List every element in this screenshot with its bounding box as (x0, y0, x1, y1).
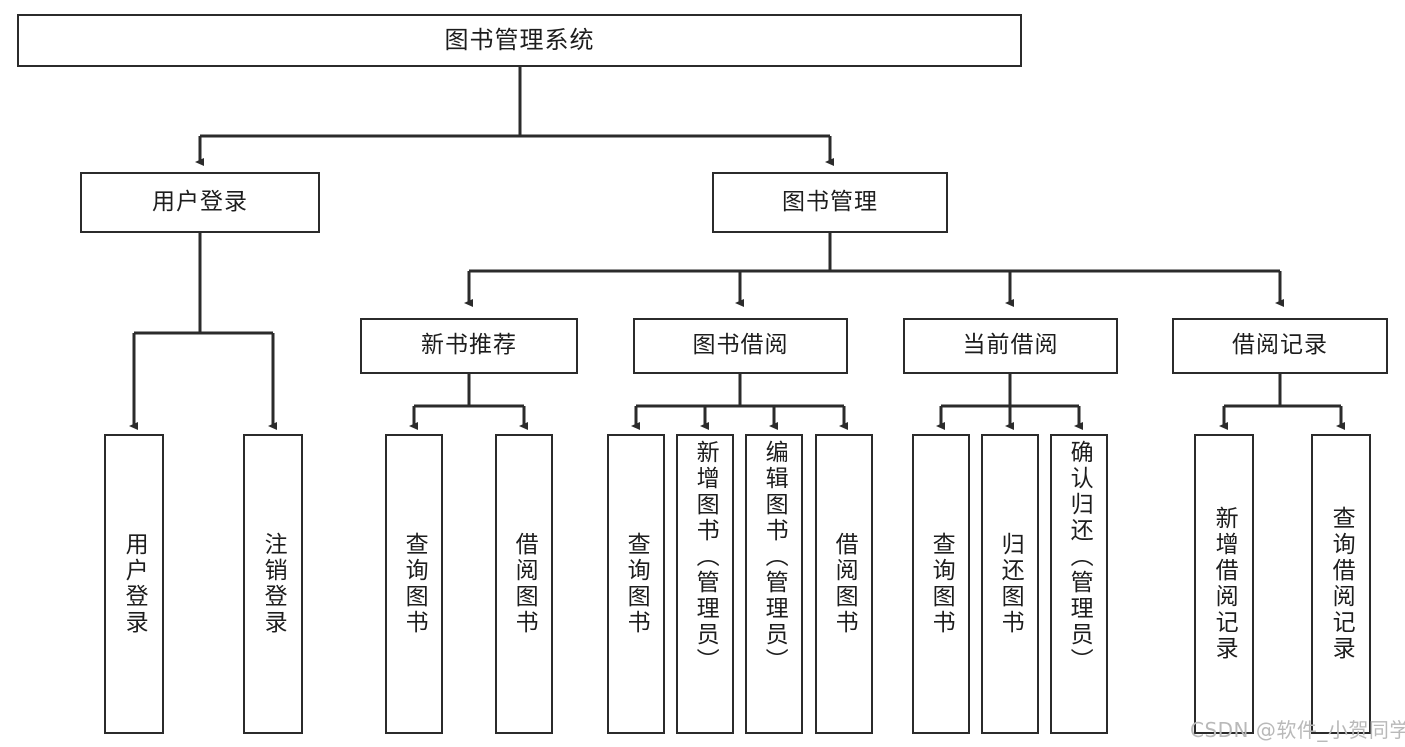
node-current-borrow[interactable]: 当前借阅 (903, 318, 1118, 374)
node-label: 图书管理 (782, 188, 878, 215)
node-label: 确认归还（管理员） (1066, 440, 1093, 674)
leaf-book-borrow-borrow-book[interactable]: 借阅图书 (815, 434, 873, 734)
node-label: 借阅图书 (831, 532, 858, 636)
node-label: 图书借阅 (692, 332, 789, 359)
node-label: 借阅记录 (1232, 332, 1328, 359)
leaf-borrow-record-query-record[interactable]: 查询借阅记录 (1311, 434, 1371, 734)
node-label: 查询图书 (623, 532, 650, 636)
node-user-login[interactable]: 用户登录 (80, 172, 320, 233)
leaf-new-book-query-book[interactable]: 查询图书 (385, 434, 443, 734)
node-label: 注销登录 (260, 532, 287, 636)
leaf-borrow-record-add-record[interactable]: 新增借阅记录 (1194, 434, 1254, 734)
node-label: 新增借阅记录 (1211, 506, 1238, 662)
csdn-watermark: CSDN @软件_小贺同学 (1190, 718, 1405, 742)
leaf-current-borrow-confirm-return-admin[interactable]: 确认归还（管理员） (1050, 434, 1108, 734)
node-label: 图书管理系统 (444, 26, 595, 55)
node-label: 查询借阅记录 (1328, 506, 1355, 662)
node-label: 新增图书（管理员） (692, 440, 719, 674)
leaf-new-book-borrow-book[interactable]: 借阅图书 (495, 434, 553, 734)
node-label: 新书推荐 (421, 332, 517, 359)
node-label: 查询图书 (928, 532, 955, 636)
leaf-book-borrow-add-book-admin[interactable]: 新增图书（管理员） (676, 434, 734, 734)
node-label: 用户登录 (152, 188, 248, 215)
node-borrow-record[interactable]: 借阅记录 (1172, 318, 1388, 374)
leaf-book-borrow-query-book[interactable]: 查询图书 (607, 434, 665, 734)
node-label: 当前借阅 (962, 332, 1059, 359)
node-new-book-recommend[interactable]: 新书推荐 (360, 318, 578, 374)
node-label: 用户登录 (121, 532, 148, 636)
leaf-user-login-login[interactable]: 用户登录 (104, 434, 164, 734)
node-label: 查询图书 (401, 532, 428, 636)
leaf-book-borrow-edit-book-admin[interactable]: 编辑图书（管理员） (745, 434, 803, 734)
node-label: 编辑图书（管理员） (761, 440, 788, 674)
leaf-user-login-logout[interactable]: 注销登录 (243, 434, 303, 734)
node-root-book-management-system[interactable]: 图书管理系统 (17, 14, 1022, 67)
leaf-current-borrow-return-book[interactable]: 归还图书 (981, 434, 1039, 734)
node-book-management[interactable]: 图书管理 (712, 172, 948, 233)
leaf-current-borrow-query-book[interactable]: 查询图书 (912, 434, 970, 734)
node-label: 归还图书 (997, 532, 1024, 636)
node-book-borrow[interactable]: 图书借阅 (633, 318, 848, 374)
node-label: 借阅图书 (511, 532, 538, 636)
